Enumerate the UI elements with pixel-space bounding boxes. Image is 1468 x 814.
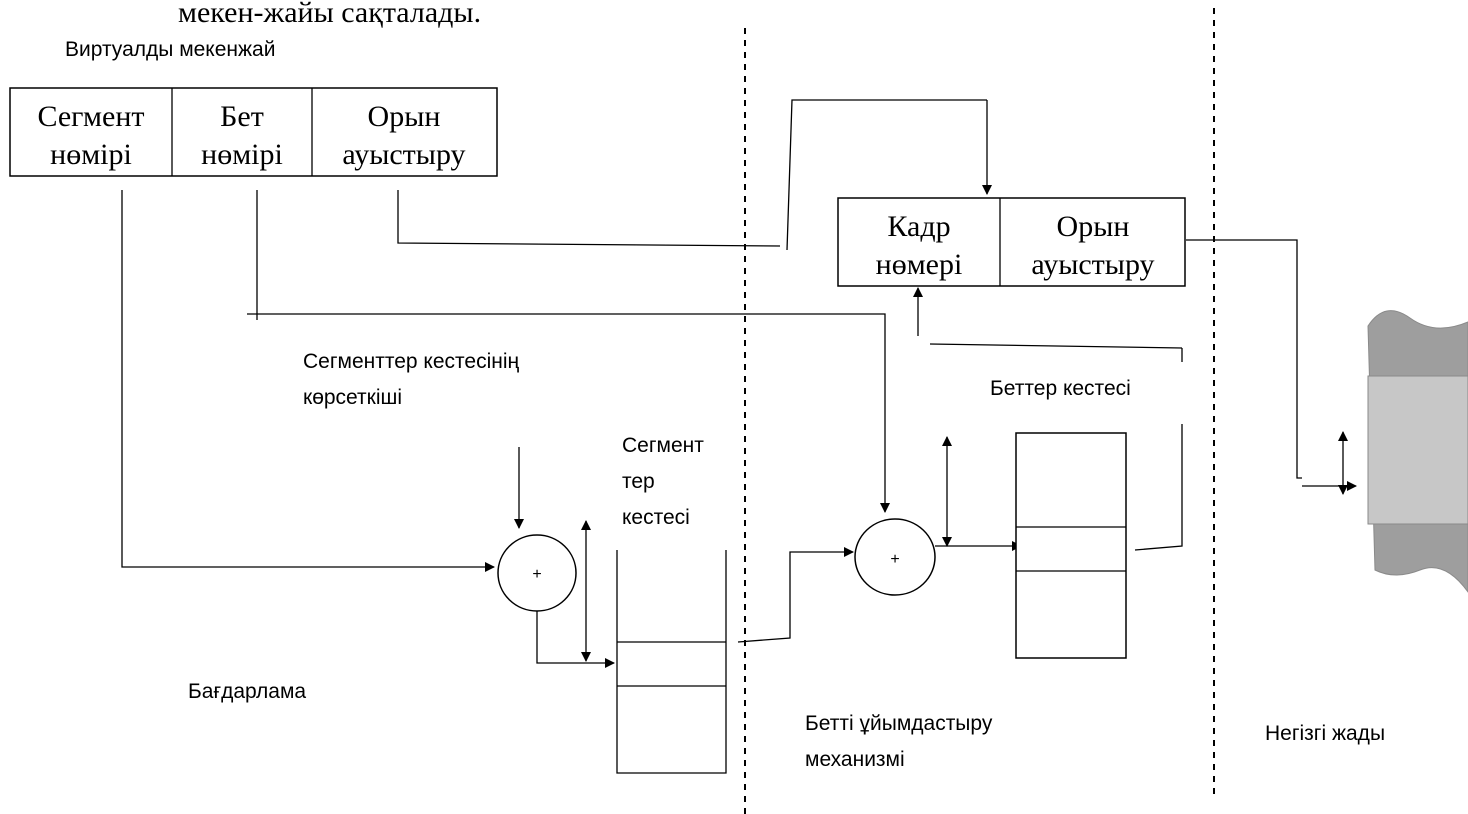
main-memory-block [1368,311,1468,592]
segment-table [617,550,726,773]
virtual-address-title: Виртуалды мекенжай [65,38,275,61]
physical-offset-field-line2: ауыстыру [1031,248,1154,281]
page-adder-plus: + [890,551,899,568]
segment-number-route [122,190,494,567]
segment-table-label-line1: Сегмент [622,434,704,457]
page-table-return-line [930,344,1182,348]
segment-adder-output [537,611,614,663]
frame-number-field-line1: Кадр [887,210,950,243]
page-table-output [1135,424,1182,550]
segment-number-field-line1: Сегмент [37,100,144,133]
physical-offset-field-line1: Орын [1057,210,1130,243]
page-table-label: Беттер кестесі [990,377,1131,400]
frame-number-field-line2: нөмері [876,248,963,281]
offset-route-line [398,190,780,246]
segment-table-pointer-label-line1: Сегменттер кестесінің [303,350,520,373]
segment-number-field-line2: нөмірі [50,138,132,171]
page-number-route [247,314,885,512]
offset-field-line2: ауыстыру [342,138,465,171]
paging-mechanism-label-line2: механизмі [805,748,905,771]
physical-address-output [1186,240,1302,478]
main-memory-label: Негізгі жады [1265,722,1385,745]
segment-table-label-line2: тер [622,470,655,493]
segment-table-pointer-label-line2: көрсеткіші [303,386,402,409]
top-text-fragment: мекен-жайы сақталады. [178,0,481,29]
segment-adder-plus: + [532,566,541,583]
page-number-field-line2: нөмірі [201,138,283,171]
offset-field-line1: Орын [368,100,441,133]
page-table [1016,433,1126,658]
program-label: Бағдарлама [188,680,306,703]
segment-table-output [738,552,853,642]
page-number-field-line1: Бет [220,100,264,133]
segment-table-label-line3: кестесі [622,506,690,529]
paging-mechanism-label-line1: Бетті ұйымдастыру [805,712,993,735]
